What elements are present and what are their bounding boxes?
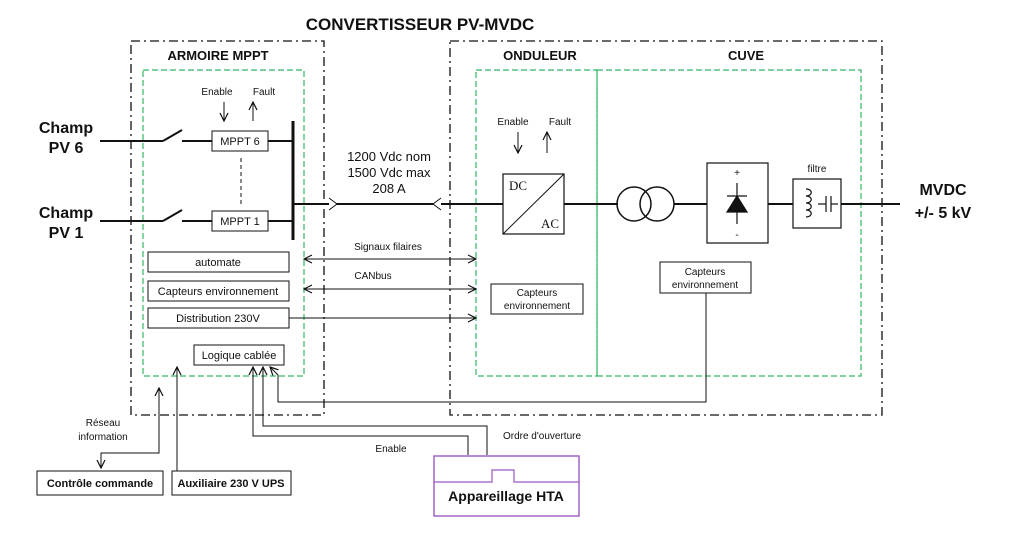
- automate-box: [147, 251, 290, 273]
- mppt1-box: [211, 210, 269, 232]
- enable-wire: [253, 367, 469, 455]
- capteurs-cuve-line2: environnement: [672, 280, 738, 291]
- auxiliaire-box: [171, 470, 292, 496]
- connector-right-icon: [432, 197, 442, 211]
- controle-box: [36, 470, 164, 496]
- mppt6-box: [211, 130, 269, 152]
- onduleur-fault-label: Fault: [549, 117, 571, 128]
- mppt-enable-label: Enable: [201, 87, 233, 98]
- filtre-label: filtre: [808, 164, 827, 175]
- canbus-label: CANbus: [354, 271, 391, 282]
- pv1-input-line: [100, 209, 293, 222]
- logique-box: [193, 344, 285, 366]
- reseau-wire: [101, 388, 159, 468]
- diode-icon: [725, 183, 749, 224]
- section-cuve-label: CUVE: [728, 48, 764, 63]
- transformer-icon: [616, 186, 675, 222]
- signaux-label: Signaux filaires: [354, 242, 422, 253]
- capteurs-armoire-label: Capteurs environnement: [158, 286, 278, 298]
- reseau-label-line2: information: [78, 432, 127, 443]
- logique-label: Logique cablée: [202, 350, 277, 362]
- controle-label: Contrôle commande: [47, 478, 153, 490]
- bus-current: 208 A: [372, 181, 406, 196]
- distribution-label: Distribution 230V: [176, 313, 260, 325]
- mppt-fault-label: Fault: [253, 87, 275, 98]
- filter-inductor-icon: [805, 188, 812, 218]
- diagram-title: CONVERTISSEUR PV-MVDC: [306, 15, 535, 34]
- onduleur-enable-label: Enable: [497, 117, 529, 128]
- enable-hta-label: Enable: [375, 444, 407, 455]
- mvdc-label-line2: +/- 5 kV: [915, 205, 972, 222]
- hta-inner-outline: [434, 469, 579, 483]
- section-armoire-label: ARMOIRE MPPT: [167, 48, 268, 63]
- cuve-sensor-to-logique-wire: [270, 293, 707, 403]
- armoire-frame: [130, 40, 325, 416]
- section-onduleur-label: ONDULEUR: [503, 48, 577, 63]
- capteurs-cuve-line1: Capteurs: [685, 267, 726, 278]
- automate-label: automate: [195, 257, 241, 269]
- ordre-label: Ordre d'ouverture: [503, 431, 581, 442]
- hta-label: Appareillage HTA: [448, 488, 564, 504]
- ac-label: AC: [541, 216, 559, 231]
- rectifier-minus: -: [735, 230, 738, 241]
- filter-capacitor-icon: [818, 196, 838, 212]
- pv6-input-line: [100, 129, 293, 142]
- mppt1-label: MPPT 1: [220, 216, 260, 228]
- mvdc-label-line1: MVDC: [919, 182, 967, 199]
- mppt6-label: MPPT 6: [220, 136, 260, 148]
- capteurs-armoire-box: [147, 280, 290, 302]
- rectifier-plus: +: [734, 168, 740, 179]
- capteurs-cuve-box: [659, 261, 752, 294]
- pv6-label-line1: Champ: [39, 120, 93, 137]
- capteurs-onduleur-line2: environnement: [504, 301, 570, 312]
- hta-box: [433, 455, 580, 517]
- ordre-wire: [263, 367, 488, 455]
- pv1-label-line2: PV 1: [49, 225, 84, 242]
- capteurs-onduleur-box: [490, 283, 584, 315]
- dc-ac-diagonal: [502, 173, 565, 235]
- pv1-label-line1: Champ: [39, 205, 93, 222]
- onduleur-cuve-frame: [449, 40, 883, 416]
- auxiliaire-label: Auxiliaire 230 V UPS: [178, 478, 285, 490]
- pv6-label-line2: PV 6: [49, 140, 84, 157]
- dc-label: DC: [509, 178, 527, 193]
- capteurs-onduleur-line1: Capteurs: [517, 288, 558, 299]
- cuve-inner-box: [596, 69, 862, 377]
- reseau-label-line1: Réseau: [86, 418, 120, 429]
- bus-voltage-nominal: 1200 Vdc nom: [347, 149, 431, 164]
- connector-left-icon: [328, 197, 338, 211]
- bus-voltage-max: 1500 Vdc max: [347, 165, 431, 180]
